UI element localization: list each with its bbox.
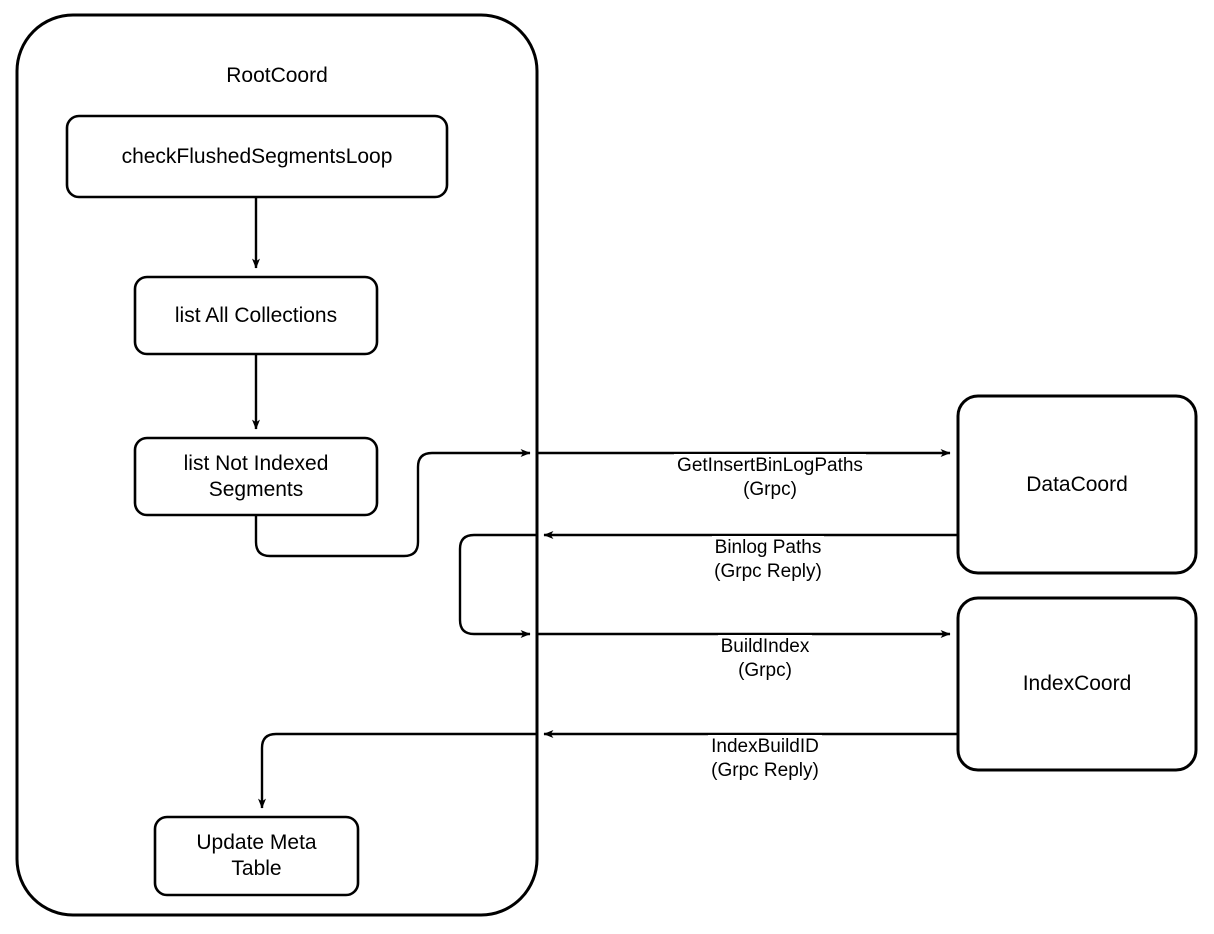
node-datacoord-shape[interactable] [956,394,1198,575]
node-check-flushed-segments-loop-shape[interactable] [65,114,449,199]
edge-label-get-insert-binlog-paths: GetInsertBinLogPaths (Grpc) [630,430,910,526]
edge-label-line2-build-index: (Grpc) [738,660,792,681]
node-update-meta-table-shape[interactable] [153,815,360,897]
node-list-all-collections-shape[interactable] [133,275,379,356]
edge-label-line2-index-build-id: (Grpc Reply) [711,760,819,781]
edge-label-index-build-id: IndexBuildID (Grpc Reply) [640,711,890,807]
edge-label-line1-get-insert-binlog-paths: GetInsertBinLogPaths [674,454,866,478]
edge-label-line1-index-build-id: IndexBuildID [708,735,822,759]
edge-label-line1-binlog-paths: Binlog Paths [711,536,825,560]
edge-get-insert-binlog-paths-out [254,449,531,558]
node-indexcoord-shape[interactable] [956,596,1198,772]
rootcoord-container-title: RootCoord [226,64,328,87]
edge-index-build-id-to-update-meta [258,732,537,809]
edge-binlog-to-buildindex-connector [458,533,537,638]
node-list-not-indexed-segments-shape[interactable] [133,436,379,517]
edge-label-line2-binlog-paths: (Grpc Reply) [714,561,822,582]
edge-label-line2-get-insert-binlog-paths: (Grpc) [743,479,797,500]
edge-label-line1-build-index: BuildIndex [717,635,813,659]
edge-label-binlog-paths: Binlog Paths (Grpc Reply) [648,512,888,608]
edge-label-build-index: BuildIndex (Grpc) [645,611,885,707]
